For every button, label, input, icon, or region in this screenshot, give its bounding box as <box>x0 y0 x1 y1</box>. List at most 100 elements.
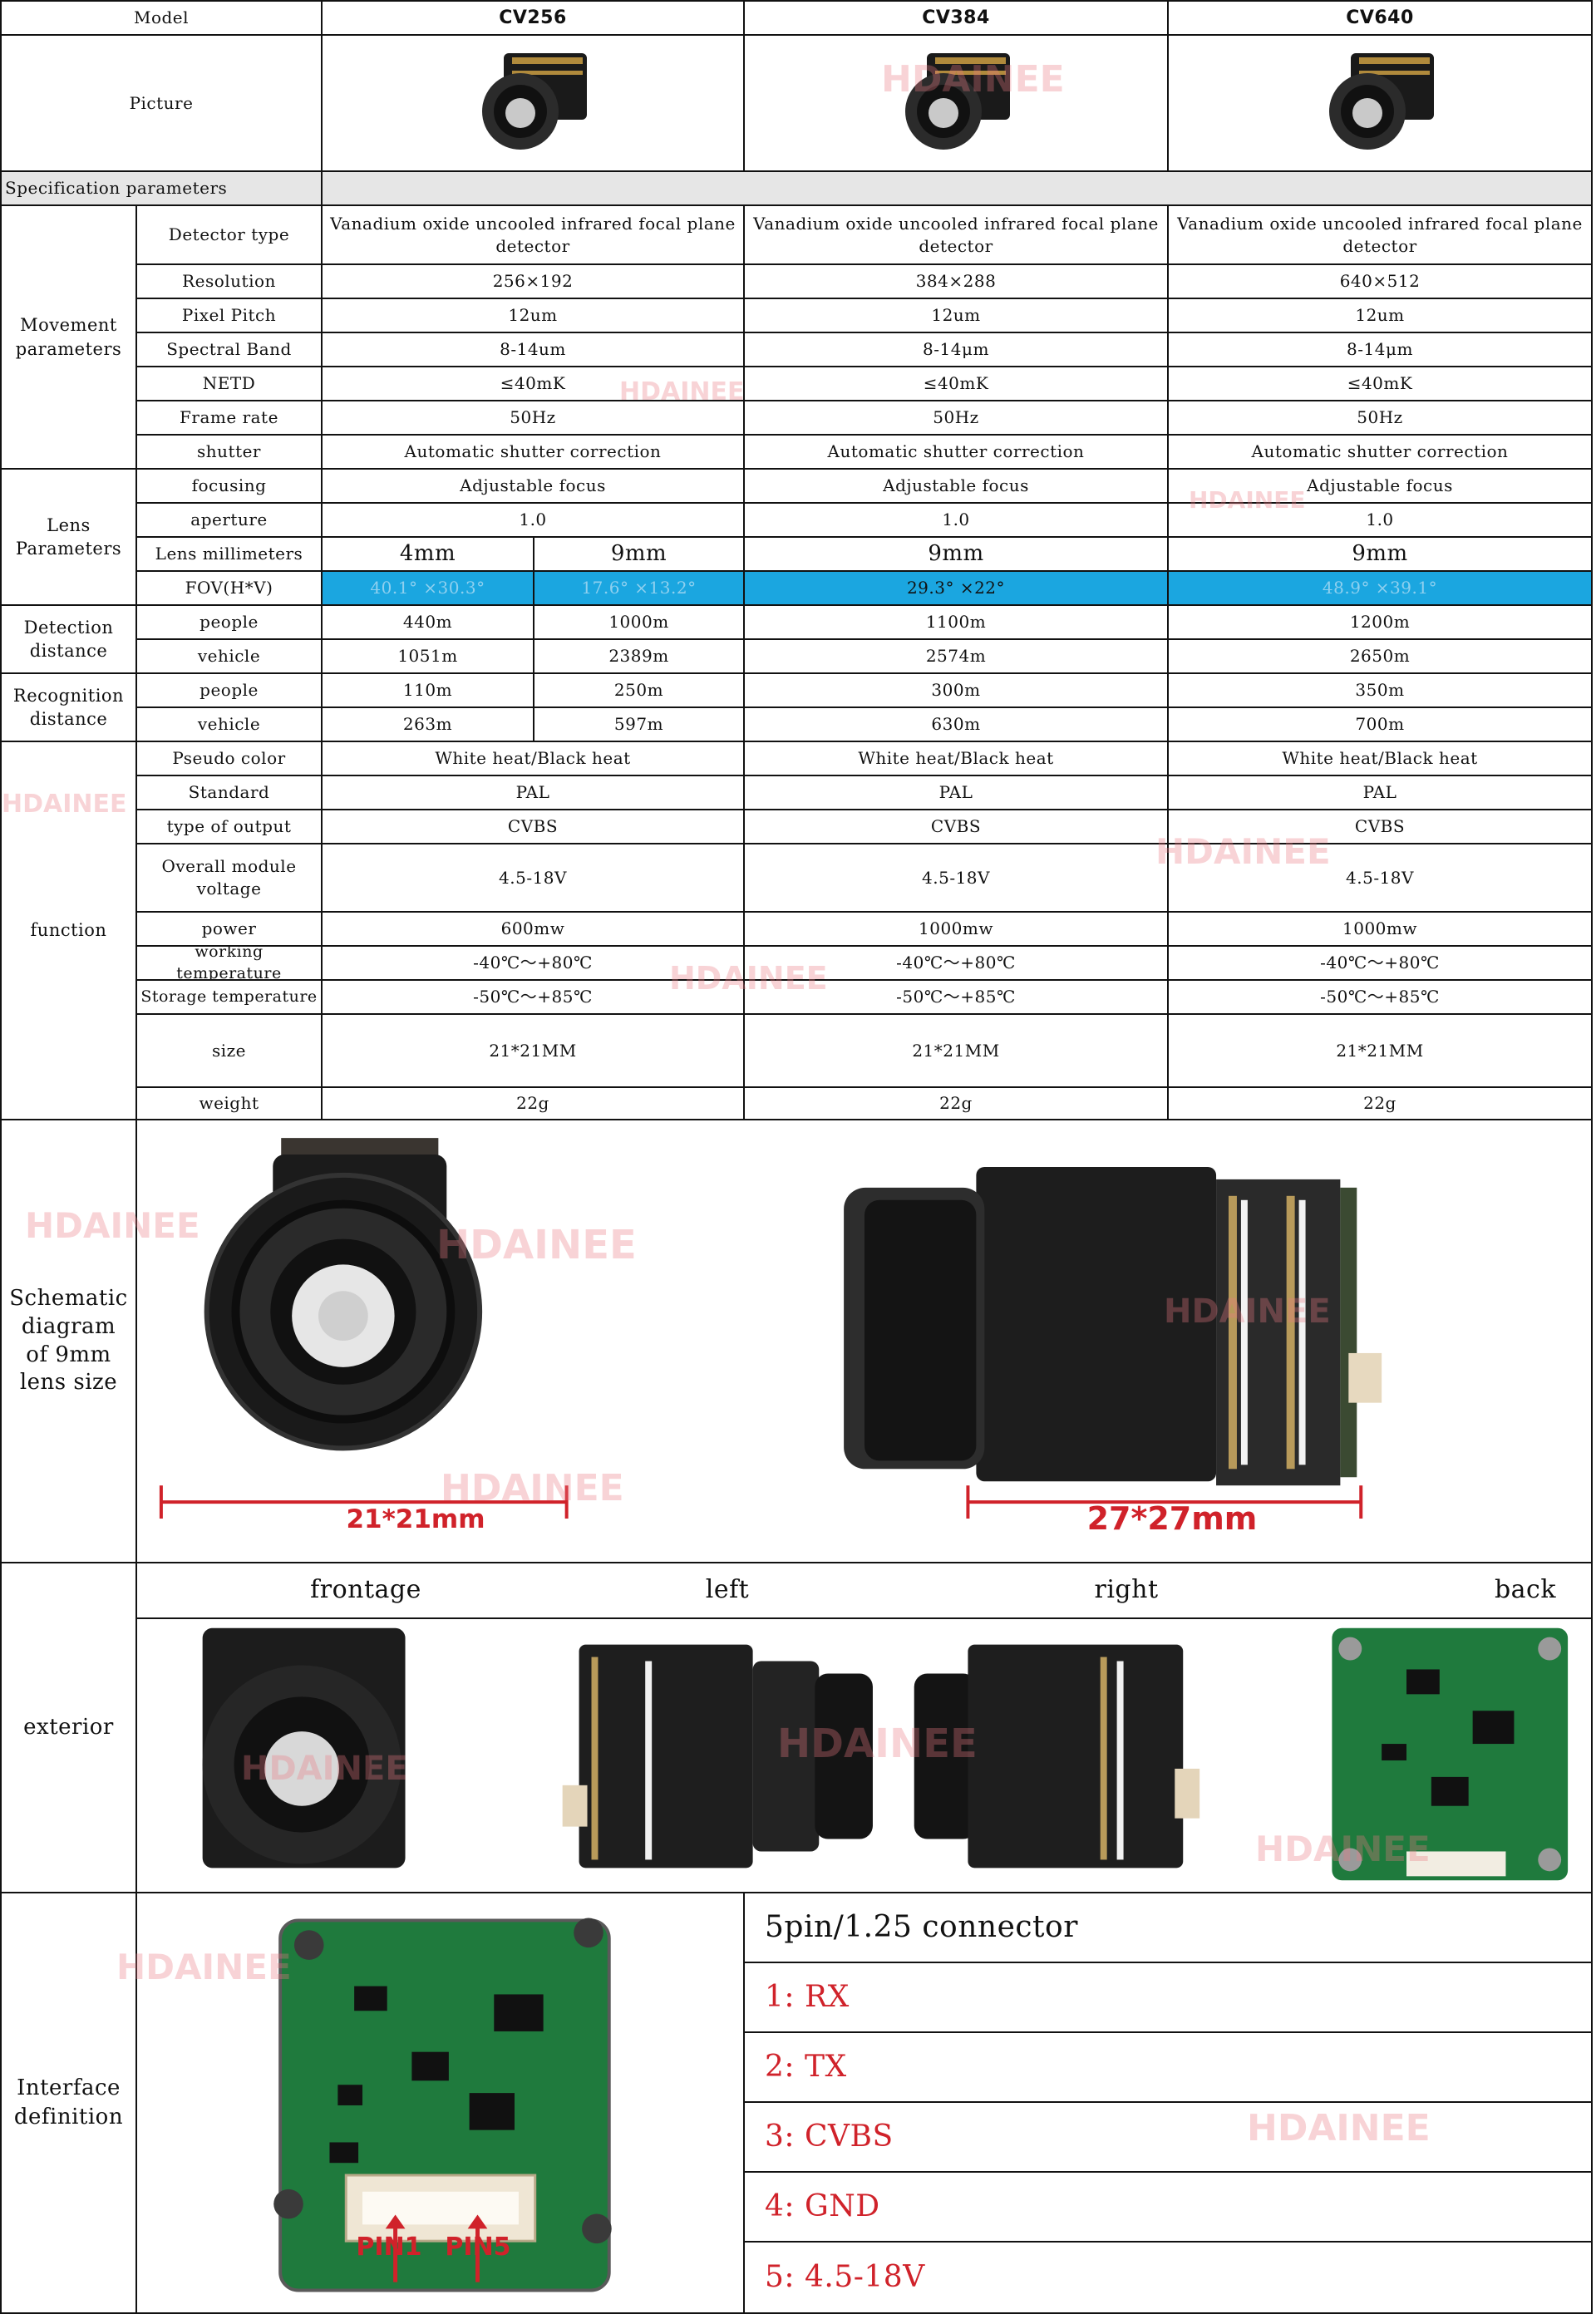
spec-section-fill <box>321 170 1593 206</box>
lens-mm-cv256-4mm: 4mm <box>321 536 534 572</box>
row-label-det-vehicle: vehicle <box>135 638 323 674</box>
spectral-band-cv640: 8-14μm <box>1167 332 1593 367</box>
exterior-view-labels: frontage left right back <box>135 1562 1593 1619</box>
voltage-cv384: 4.5-18V <box>743 843 1169 913</box>
side-dimension-label: 27*27mm <box>1086 1500 1258 1537</box>
pixel-pitch-cv384: 12um <box>743 298 1169 333</box>
standard-cv256: PAL <box>321 775 745 810</box>
detector-type-cv384: Vanadium oxide uncooled infrared focal p… <box>743 204 1169 265</box>
det-vehicle-cv256-9mm: 2389m <box>533 638 745 674</box>
group-lens: Lens Parameters <box>0 468 137 606</box>
pseudo-color-cv384: White heat/Black heat <box>743 741 1169 776</box>
weight-cv384: 22g <box>743 1086 1169 1120</box>
view-label-back: back <box>1494 1575 1557 1605</box>
interface-pcb-illustration <box>273 1918 612 2292</box>
size-cv256: 21*21MM <box>321 1013 745 1088</box>
fov-cv640: 48.9° ×39.1° <box>1167 570 1593 606</box>
camera-module-image <box>482 53 587 150</box>
netd-cv384: ≤40mK <box>743 366 1169 401</box>
det-vehicle-cv384: 2574m <box>743 638 1169 674</box>
picture-cv640 <box>1167 34 1593 172</box>
row-label-pseudo-color: Pseudo color <box>135 741 323 776</box>
pixel-pitch-cv640: 12um <box>1167 298 1593 333</box>
row-label-pixel-pitch: Pixel Pitch <box>135 298 323 333</box>
group-exterior: exterior <box>0 1562 137 1893</box>
rec-vehicle-cv384: 630m <box>743 707 1169 742</box>
pseudo-color-cv256: White heat/Black heat <box>321 741 745 776</box>
front-dimension-line <box>159 1485 569 1519</box>
row-label-power: power <box>135 911 323 947</box>
aperture-cv256: 1.0 <box>321 502 745 538</box>
row-label-netd: NETD <box>135 366 323 401</box>
front-view-camera-image <box>204 1138 483 1451</box>
schematic-illustration <box>159 1138 1382 1519</box>
picture-cv256 <box>321 34 745 172</box>
size-cv640: 21*21MM <box>1167 1013 1593 1088</box>
row-label-voltage: Overall module voltage <box>135 843 323 913</box>
side-dimension-line <box>966 1485 1363 1519</box>
shutter-cv384: Automatic shutter correction <box>743 434 1169 470</box>
rec-vehicle-cv640: 700m <box>1167 707 1593 742</box>
row-label-work-temp: working temperature <box>135 945 323 981</box>
fov-cv256-9mm: 17.6° ×13.2° <box>533 570 745 606</box>
view-label-left: left <box>705 1575 750 1605</box>
interface-board-panel <box>135 1892 745 2314</box>
det-people-cv640: 1200m <box>1167 604 1593 640</box>
detector-type-cv256: Vanadium oxide uncooled infrared focal p… <box>321 204 745 265</box>
lens-mm-cv384: 9mm <box>743 536 1169 572</box>
row-label-rec-vehicle: vehicle <box>135 707 323 742</box>
right-camera-image <box>914 1644 1200 1868</box>
work-temp-cv640: -40℃～+80℃ <box>1167 945 1593 981</box>
exterior-illustration <box>202 1627 1569 1881</box>
pin1-label: PIN1 <box>356 2233 422 2262</box>
work-temp-cv384: -40℃～+80℃ <box>743 945 1169 981</box>
lens-mm-cv640: 9mm <box>1167 536 1593 572</box>
group-recognition: Recognition distance <box>0 672 137 742</box>
side-view-camera-image <box>844 1166 1382 1486</box>
netd-cv640: ≤40mK <box>1167 366 1593 401</box>
front-dimension-label: 21*21mm <box>346 1504 485 1534</box>
shutter-cv256: Automatic shutter correction <box>321 434 745 470</box>
shutter-cv640: Automatic shutter correction <box>1167 434 1593 470</box>
back-pcb-image <box>1332 1627 1569 1881</box>
row-label-det-people: people <box>135 604 323 640</box>
aperture-cv640: 1.0 <box>1167 502 1593 538</box>
det-people-cv384: 1100m <box>743 604 1169 640</box>
pin-1: 1: RX <box>743 1962 1593 2033</box>
row-label-lens-mm: Lens millimeters <box>135 536 323 572</box>
frontage-camera-image <box>202 1627 406 1868</box>
storage-temp-cv384: -50℃～+85℃ <box>743 979 1169 1015</box>
pin-3: 3: CVBS <box>743 2101 1593 2173</box>
focusing-cv256: Adjustable focus <box>321 468 745 504</box>
power-cv640: 1000mw <box>1167 911 1593 947</box>
model-cv640: CV640 <box>1167 0 1593 36</box>
resolution-cv256: 256×192 <box>321 263 745 299</box>
picture-label: Picture <box>0 34 323 172</box>
pin-2: 2: TX <box>743 2031 1593 2103</box>
focusing-cv640: Adjustable focus <box>1167 468 1593 504</box>
det-vehicle-cv640: 2650m <box>1167 638 1593 674</box>
row-label-aperture: aperture <box>135 502 323 538</box>
fov-cv384: 29.3° ×22° <box>743 570 1169 606</box>
weight-cv256: 22g <box>321 1086 745 1120</box>
rec-vehicle-cv256-4mm: 263m <box>321 707 534 742</box>
standard-cv384: PAL <box>743 775 1169 810</box>
lens-mm-cv256-9mm: 9mm <box>533 536 745 572</box>
pin-5: 5: 4.5-18V <box>743 2241 1593 2314</box>
group-function: function <box>0 741 137 1120</box>
connector-title: 5pin/1.25 connector <box>743 1892 1593 1963</box>
row-label-frame-rate: Frame rate <box>135 400 323 436</box>
storage-temp-cv640: -50℃～+85℃ <box>1167 979 1593 1015</box>
row-label-weight: weight <box>135 1086 323 1120</box>
row-label-size: size <box>135 1013 323 1088</box>
storage-temp-cv256: -50℃～+85℃ <box>321 979 745 1015</box>
spectral-band-cv256: 8-14um <box>321 332 745 367</box>
det-people-cv256-4mm: 440m <box>321 604 534 640</box>
left-camera-image <box>562 1644 873 1868</box>
model-cv256: CV256 <box>321 0 745 36</box>
rec-people-cv256-4mm: 110m <box>321 672 534 708</box>
spec-section-title: Specification parameters <box>0 170 323 206</box>
model-cv384: CV384 <box>743 0 1169 36</box>
pin-4: 4: GND <box>743 2171 1593 2243</box>
